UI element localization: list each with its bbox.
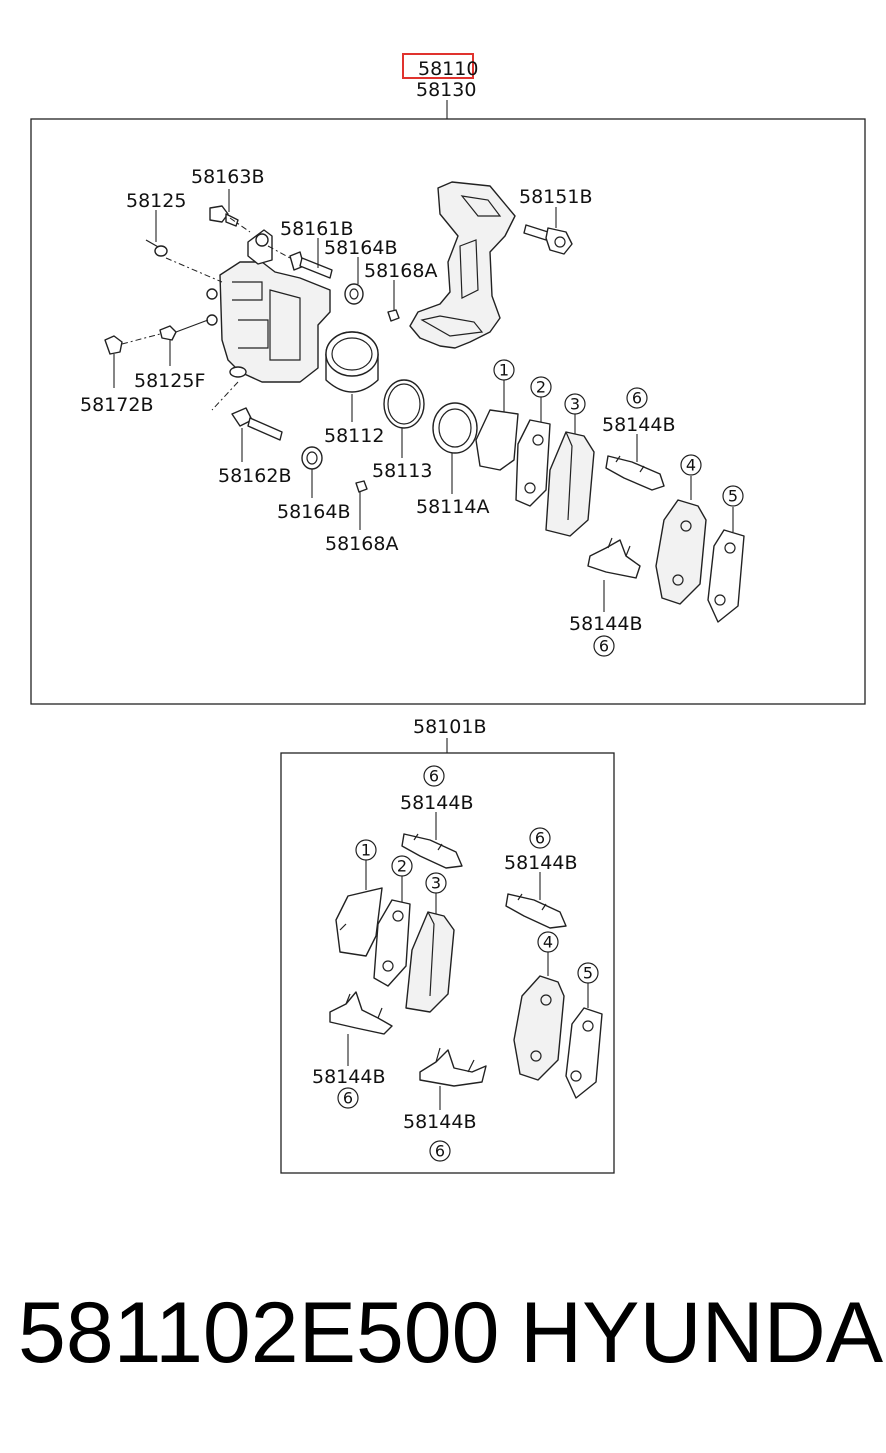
boot-58164B-bottom <box>301 446 323 470</box>
label-58168A-top[interactable]: 58168A <box>364 260 437 282</box>
callout-5-kit[interactable]: 5 <box>577 962 599 984</box>
label-58110-highlighted[interactable]: 58110 <box>418 58 478 80</box>
clip-lower-6 <box>587 537 641 579</box>
label-58114A[interactable]: 58114A <box>416 496 489 518</box>
callout-2-kit[interactable]: 2 <box>391 855 413 877</box>
svg-text:3: 3 <box>570 395 580 414</box>
cap-58168A-top <box>387 309 400 322</box>
label-58164B-top[interactable]: 58164B <box>324 237 397 259</box>
label-58125[interactable]: 58125 <box>126 190 186 212</box>
label-58164B-bottom[interactable]: 58164B <box>277 501 350 523</box>
label-58113[interactable]: 58113 <box>372 460 432 482</box>
callout-4-upper[interactable]: 4 <box>680 454 702 476</box>
label-58101B[interactable]: 58101B <box>413 716 486 738</box>
label-58162B[interactable]: 58162B <box>218 465 291 487</box>
svg-text:2: 2 <box>397 857 407 876</box>
kit-clip-top-6 <box>401 833 463 869</box>
kit-clip-right-6 <box>505 893 567 929</box>
kit-clip-left-6 <box>329 991 393 1035</box>
pin-58125 <box>145 239 168 257</box>
callout-6-kit-c[interactable]: 6 <box>337 1087 359 1109</box>
pad-4 <box>655 499 707 605</box>
svg-text:5: 5 <box>583 964 593 983</box>
callout-5-upper[interactable]: 5 <box>722 485 744 507</box>
svg-text:4: 4 <box>686 456 696 475</box>
kit-shim-5 <box>565 1007 603 1099</box>
svg-text:6: 6 <box>535 829 545 848</box>
label-58161B[interactable]: 58161B <box>280 218 353 240</box>
label-58151B[interactable]: 58151B <box>519 186 592 208</box>
svg-text:5: 5 <box>728 487 738 506</box>
bolt-58151B <box>523 224 573 255</box>
label-58130[interactable]: 58130 <box>416 79 476 101</box>
kit-clip-bottom-6 <box>419 1047 487 1087</box>
callout-4-kit[interactable]: 4 <box>537 931 559 953</box>
callout-1-upper[interactable]: 1 <box>493 359 515 381</box>
caliper-bracket <box>409 181 516 349</box>
shim-2 <box>515 419 551 507</box>
callout-6-upper-b[interactable]: 6 <box>593 635 615 657</box>
caliper-assembly-frame <box>30 118 866 705</box>
kit-shim-1 <box>335 887 383 957</box>
clip-upper-6 <box>605 455 665 491</box>
svg-text:4: 4 <box>543 933 553 952</box>
piston-58112 <box>325 331 379 393</box>
bolt-58163B <box>209 205 239 227</box>
cap-58125F <box>159 319 209 341</box>
pad-kit-frame <box>280 752 615 1174</box>
guide-pin-58161B <box>289 251 333 279</box>
label-58172B[interactable]: 58172B <box>80 394 153 416</box>
svg-text:6: 6 <box>599 637 609 656</box>
label-58112[interactable]: 58112 <box>324 425 384 447</box>
callout-6-kit-d[interactable]: 6 <box>429 1140 451 1162</box>
callout-3-upper[interactable]: 3 <box>564 393 586 415</box>
svg-text:6: 6 <box>429 767 439 786</box>
shim-inner-1 <box>475 409 519 471</box>
svg-text:6: 6 <box>343 1089 353 1108</box>
svg-text:6: 6 <box>435 1142 445 1161</box>
callout-1-kit[interactable]: 1 <box>355 839 377 861</box>
label-58163B[interactable]: 58163B <box>191 166 264 188</box>
callout-6-kit-a[interactable]: 6 <box>423 765 445 787</box>
svg-text:1: 1 <box>499 361 509 380</box>
label-58168A-bottom[interactable]: 58168A <box>325 533 398 555</box>
pad-3 <box>545 431 595 537</box>
label-58144B-kit-c[interactable]: 58144B <box>312 1066 385 1088</box>
boot-58114A <box>432 402 478 454</box>
footer-brand: HYUNDAI <box>520 1285 886 1381</box>
svg-text:1: 1 <box>361 841 371 860</box>
callout-3-kit[interactable]: 3 <box>425 872 447 894</box>
kit-shim-2 <box>373 899 411 987</box>
boot-58164B-top <box>344 283 364 305</box>
kit-pad-3 <box>405 911 455 1013</box>
svg-text:3: 3 <box>431 874 441 893</box>
svg-text:6: 6 <box>632 389 642 408</box>
cap-58168A-bottom <box>355 480 368 493</box>
label-58144B-lower[interactable]: 58144B <box>569 613 642 635</box>
label-58125F[interactable]: 58125F <box>134 370 205 392</box>
shim-5 <box>707 529 745 623</box>
guide-pin-58162B <box>231 407 283 441</box>
bleeder-58172B <box>104 335 123 355</box>
label-58144B-kit-a[interactable]: 58144B <box>400 792 473 814</box>
label-58144B-kit-d[interactable]: 58144B <box>403 1111 476 1133</box>
highlight-box <box>402 53 474 79</box>
caliper-body <box>206 229 331 383</box>
footer-part-number: 581102E500 <box>18 1285 500 1381</box>
label-58144B-kit-b[interactable]: 58144B <box>504 852 577 874</box>
label-58144B-upper[interactable]: 58144B <box>602 414 675 436</box>
callout-6-kit-b[interactable]: 6 <box>529 827 551 849</box>
callout-2-upper[interactable]: 2 <box>530 376 552 398</box>
svg-text:2: 2 <box>536 378 546 397</box>
seal-58113 <box>383 379 425 429</box>
kit-pad-4 <box>513 975 565 1081</box>
callout-6-upper-a[interactable]: 6 <box>626 387 648 409</box>
